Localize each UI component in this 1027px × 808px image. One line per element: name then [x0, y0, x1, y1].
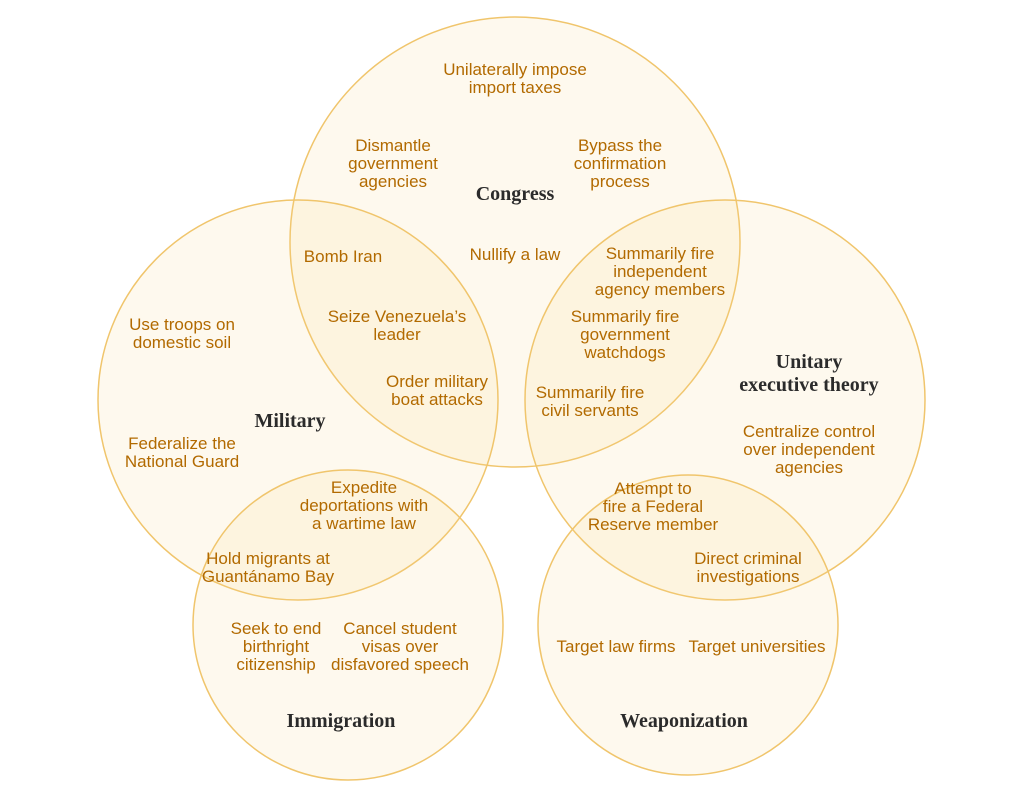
item-line: civil servants [541, 401, 638, 420]
item-line: confirmation [574, 154, 667, 173]
item-line: independent [613, 262, 707, 281]
item-line: Bomb Iran [304, 247, 382, 266]
item-line: Unilaterally impose [443, 60, 587, 79]
item-line: Seek to end [231, 619, 322, 638]
item-line: Dismantle [355, 136, 431, 155]
item-line: disfavored speech [331, 655, 469, 674]
item-line: Order military [386, 372, 489, 391]
item-line: Summarily fire [571, 307, 680, 326]
item-line: fire a Federal [603, 497, 703, 516]
item-line: process [590, 172, 650, 191]
set-label-line: Immigration [287, 710, 396, 732]
set-label-line: executive theory [739, 374, 878, 396]
circle-immigration [192, 469, 504, 781]
set-label-immigration: Immigration [287, 710, 396, 732]
item-line: Cancel student [343, 619, 457, 638]
item-line: National Guard [125, 452, 239, 471]
item-line: Use troops on [129, 315, 235, 334]
set-label-congress: Congress [476, 183, 555, 205]
item-line: watchdogs [583, 343, 665, 362]
set-circles [97, 16, 926, 781]
item-line: Summarily fire [536, 383, 645, 402]
item-line: Seize Venezuela’s [328, 307, 467, 326]
item-line: boat attacks [391, 390, 483, 409]
item-line: a wartime law [312, 514, 417, 533]
item-law-firms: Target law firms [556, 637, 675, 656]
item-line: Federalize the [128, 434, 236, 453]
item-line: visas over [362, 637, 439, 656]
item-line: leader [373, 325, 421, 344]
item-nullify-law: Nullify a law [470, 245, 561, 264]
set-label-line: Weaponization [620, 710, 748, 732]
item-line: Hold migrants at [206, 549, 330, 568]
item-line: Direct criminal [694, 549, 802, 568]
item-line: government [580, 325, 670, 344]
item-line: Nullify a law [470, 245, 561, 264]
item-line: birthright [243, 637, 309, 656]
item-line: Guantánamo Bay [202, 567, 335, 586]
item-line: agencies [359, 172, 427, 191]
item-line: domestic soil [133, 333, 231, 352]
circle-congress [289, 16, 741, 468]
item-line: government [348, 154, 438, 173]
set-label-line: Unitary [776, 351, 843, 373]
circle-military [97, 199, 499, 601]
item-line: Centralize control [743, 422, 875, 441]
item-line: Target universities [688, 637, 825, 656]
item-line: import taxes [469, 78, 562, 97]
item-universities: Target universities [688, 637, 825, 656]
circle-unitary [524, 199, 926, 601]
set-label-weaponization: Weaponization [620, 710, 748, 732]
item-line: investigations [696, 567, 799, 586]
set-label-line: Military [254, 410, 325, 432]
item-line: Reserve member [588, 515, 719, 534]
item-line: Summarily fire [606, 244, 715, 263]
set-label-military: Military [254, 410, 325, 432]
item-line: citizenship [236, 655, 315, 674]
item-line: Attempt to [614, 479, 691, 498]
set-label-line: Congress [476, 183, 555, 205]
circle-weaponization [537, 474, 839, 776]
item-line: agencies [775, 458, 843, 477]
item-line: over independent [743, 440, 875, 459]
item-bomb-iran: Bomb Iran [304, 247, 382, 266]
item-line: Target law firms [556, 637, 675, 656]
item-line: Bypass the [578, 136, 662, 155]
item-line: agency members [595, 280, 725, 299]
item-line: Expedite [331, 478, 397, 497]
item-line: deportations with [300, 496, 429, 515]
